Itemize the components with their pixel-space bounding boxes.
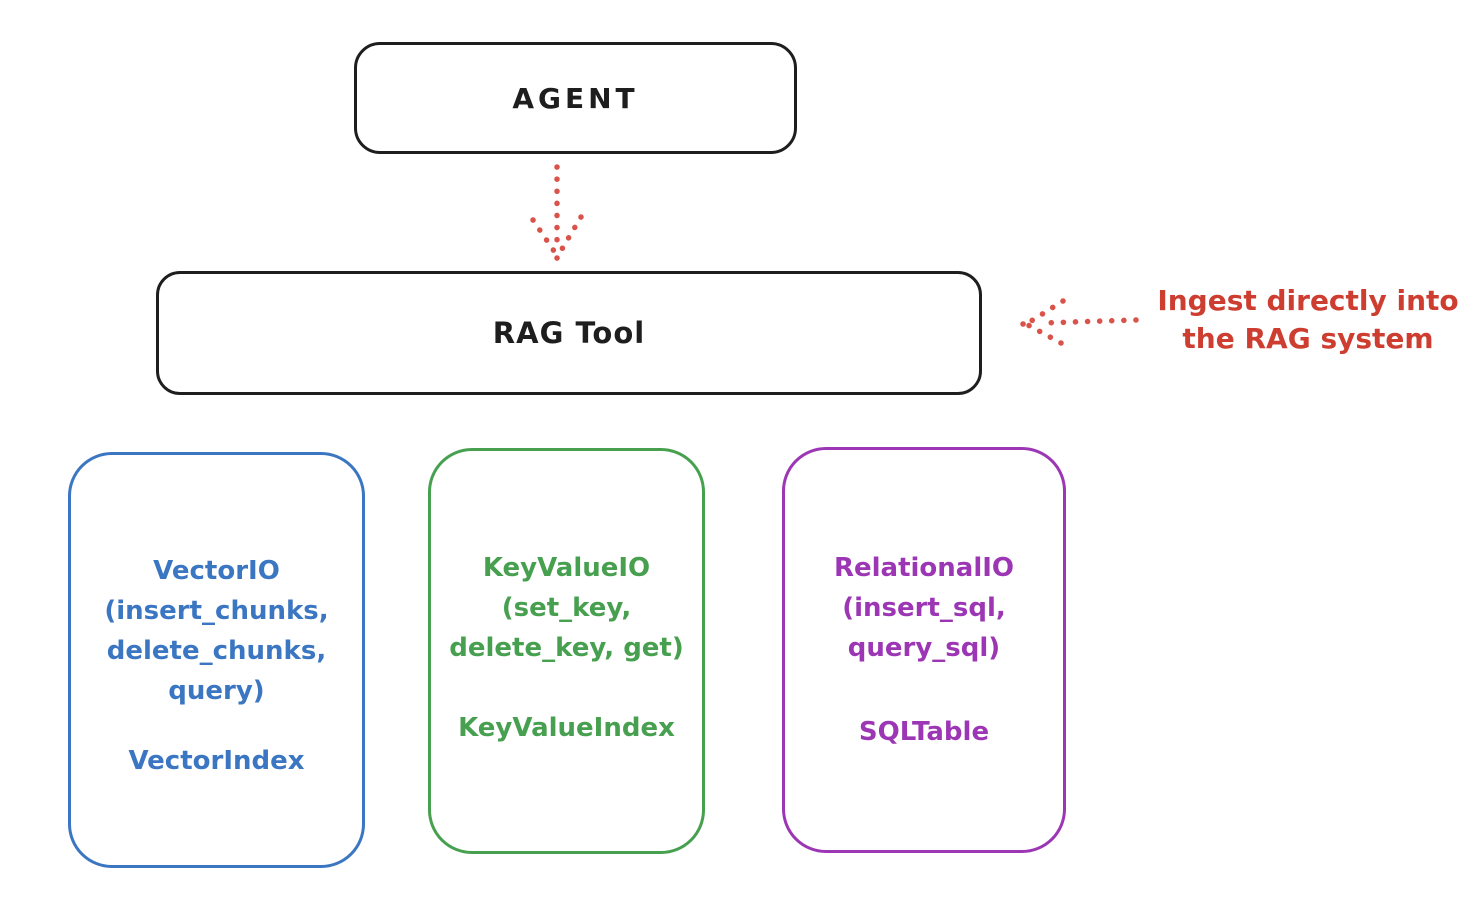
vector-io-method-line: query) [168, 676, 265, 706]
vector-io-title: VectorIO [153, 556, 280, 586]
vector-io-method-line: delete_chunks, [106, 636, 327, 666]
arrow-head-left [530, 217, 559, 257]
annotation-line-2: the RAG system [1182, 322, 1434, 355]
vector-index-label: VectorIndex [128, 746, 305, 776]
arrow-head-right [556, 214, 584, 257]
arrow-shaft [1039, 317, 1139, 326]
agent-to-rag-arrow [530, 164, 584, 261]
agent-node: AGENT [354, 42, 797, 154]
relational-io-title: RelationalIO [833, 553, 1015, 583]
sql-table-label: SQLTable [858, 717, 990, 747]
relational-io-method-line: query_sql) [847, 633, 1001, 663]
arrow-head-lower [1025, 322, 1064, 346]
keyvalue-io-method-line: (set_key, [501, 593, 632, 623]
keyvalue-index-label: KeyValueIndex [458, 713, 675, 743]
relational-io-method-line: (insert_sql, [842, 593, 1006, 623]
arrow-head-upper [1025, 298, 1066, 326]
ingest-annotation: Ingest directly into the RAG system [1138, 282, 1478, 358]
annotation-line-1: Ingest directly into [1157, 284, 1459, 317]
keyvalue-io-method-line: delete_key, get) [449, 633, 684, 663]
rag-tool-label: RAG Tool [492, 316, 646, 350]
vector-io-method-line: (insert_chunks, [104, 596, 329, 626]
annotation-to-rag-arrow [1020, 298, 1139, 346]
keyvalue-io-node: KeyValueIO (set_key, delete_key, get) Ke… [428, 448, 705, 854]
relational-io-node: RelationalIO (insert_sql, query_sql) SQL… [782, 447, 1066, 853]
vector-io-node: VectorIO (insert_chunks, delete_chunks, … [68, 452, 365, 868]
agent-label: AGENT [512, 81, 639, 115]
keyvalue-io-title: KeyValueIO [482, 553, 651, 583]
rag-tool-node: RAG Tool [156, 271, 982, 395]
